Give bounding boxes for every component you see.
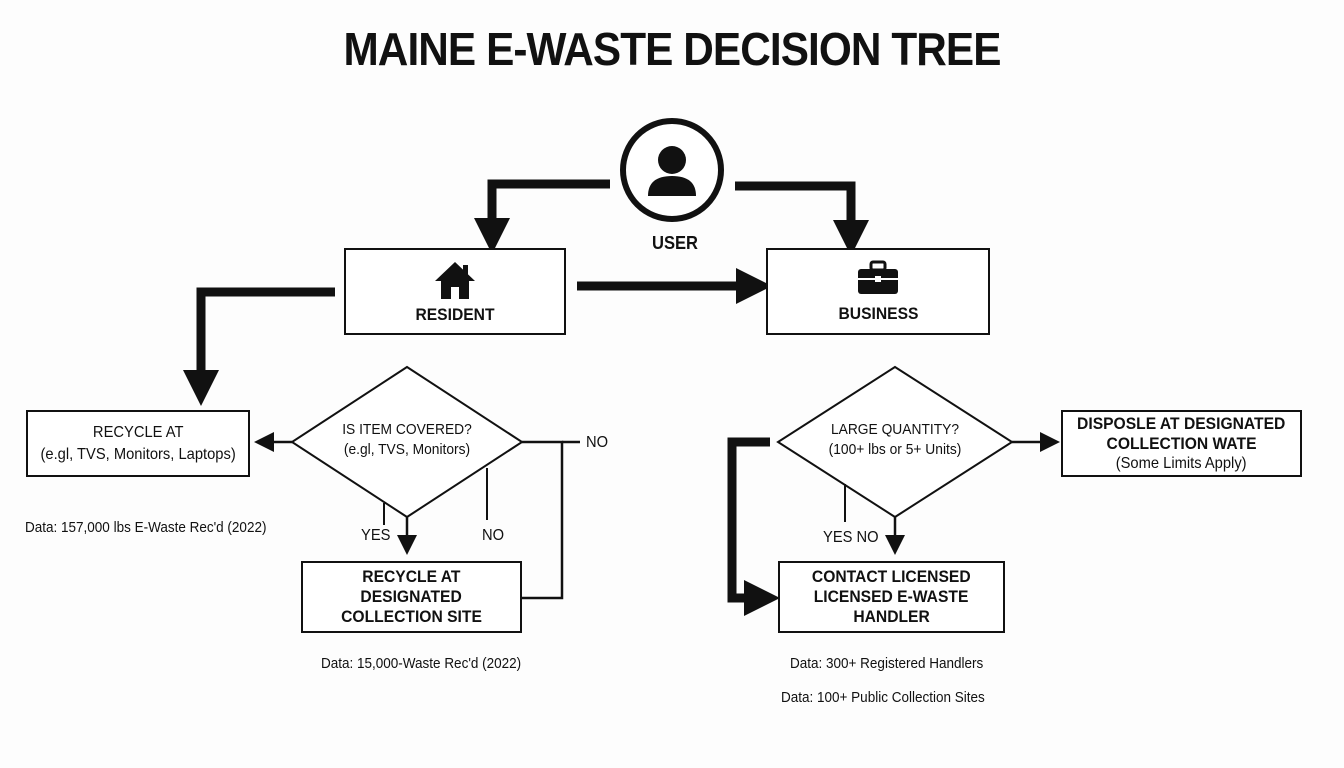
user-icon <box>648 146 696 196</box>
page-title: MAINE E-WASTE DECISION TREE <box>343 23 1001 75</box>
recycle-site-line2: DESIGNATED <box>360 587 463 606</box>
business-node: BUSINESS <box>766 248 990 335</box>
dispose-line3: (Some Limits Apply) <box>1116 454 1247 472</box>
contact-node: CONTACT LICENSED LICENSED E-WASTE HANDLE… <box>778 561 1005 633</box>
label-covered-no-mid: NO <box>482 527 505 544</box>
contact-line1: CONTACT LICENSED <box>812 567 971 586</box>
line-covered-no-branch <box>522 440 564 600</box>
house-icon <box>435 261 475 299</box>
label-covered-no-right: NO <box>586 434 609 451</box>
user-node <box>620 118 724 222</box>
data-note-center: Data: 15,000-Waste Rec'd (2022) <box>321 655 522 672</box>
resident-label: RESIDENT <box>415 304 495 324</box>
user-label: USER <box>651 233 698 253</box>
data-note-left: Data: 157,000 lbs E-Waste Rec'd (2022) <box>25 519 267 536</box>
decision-quantity-line1: LARGE QUANTITY? <box>830 421 960 438</box>
arrow-resident-to-recycle <box>183 287 335 406</box>
recycle-left-node: RECYCLE AT (e.gl, TVS, Monitors, Laptops… <box>26 410 250 477</box>
resident-node: RESIDENT <box>344 248 566 335</box>
decision-quantity-text: LARGE QUANTITY? (100+ lbs or 5+ Units) <box>808 420 983 460</box>
decision-covered-text: IS ITEM COVERED? (e.gl, TVS, Monitors) <box>320 420 495 460</box>
decision-quantity-line2: (100+ lbs or 5+ Units) <box>828 441 962 458</box>
decision-covered-line1: IS ITEM COVERED? <box>342 421 472 438</box>
recycle-site-line3: COLLECTION SITE <box>341 607 482 626</box>
dispose-line2: COLLECTION WATE <box>1106 433 1257 453</box>
arrow-quantity-to-contact <box>727 437 780 616</box>
data-note-handlers: Data: 300+ Registered Handlers <box>790 655 984 672</box>
dispose-node: DISPOSLE AT DESIGNATED COLLECTION WATE (… <box>1061 410 1302 477</box>
label-quantity-yes-no: YES NO <box>823 529 879 546</box>
label-covered-yes: YES <box>361 527 391 544</box>
recycle-left-line1: RECYCLE AT <box>92 423 184 441</box>
recycle-site-line1: RECYCLE AT <box>362 567 461 586</box>
data-note-sites: Data: 100+ Public Collection Sites <box>781 689 985 706</box>
decision-covered-line2: (e.gl, TVS, Monitors) <box>343 441 471 458</box>
contact-line2: LICENSED E-WASTE <box>814 587 969 606</box>
recycle-site-node: RECYCLE AT DESIGNATED COLLECTION SITE <box>301 561 522 633</box>
dispose-line1: DISPOSLE AT DESIGNATED <box>1077 413 1286 433</box>
recycle-left-line2: (e.gl, TVS, Monitors, Laptops) <box>40 445 236 463</box>
business-label: BUSINESS <box>838 303 918 323</box>
briefcase-icon <box>858 260 898 294</box>
arrow-user-to-resident <box>474 179 610 254</box>
arrow-user-to-business <box>735 181 869 256</box>
contact-line3: HANDLER <box>853 607 930 626</box>
